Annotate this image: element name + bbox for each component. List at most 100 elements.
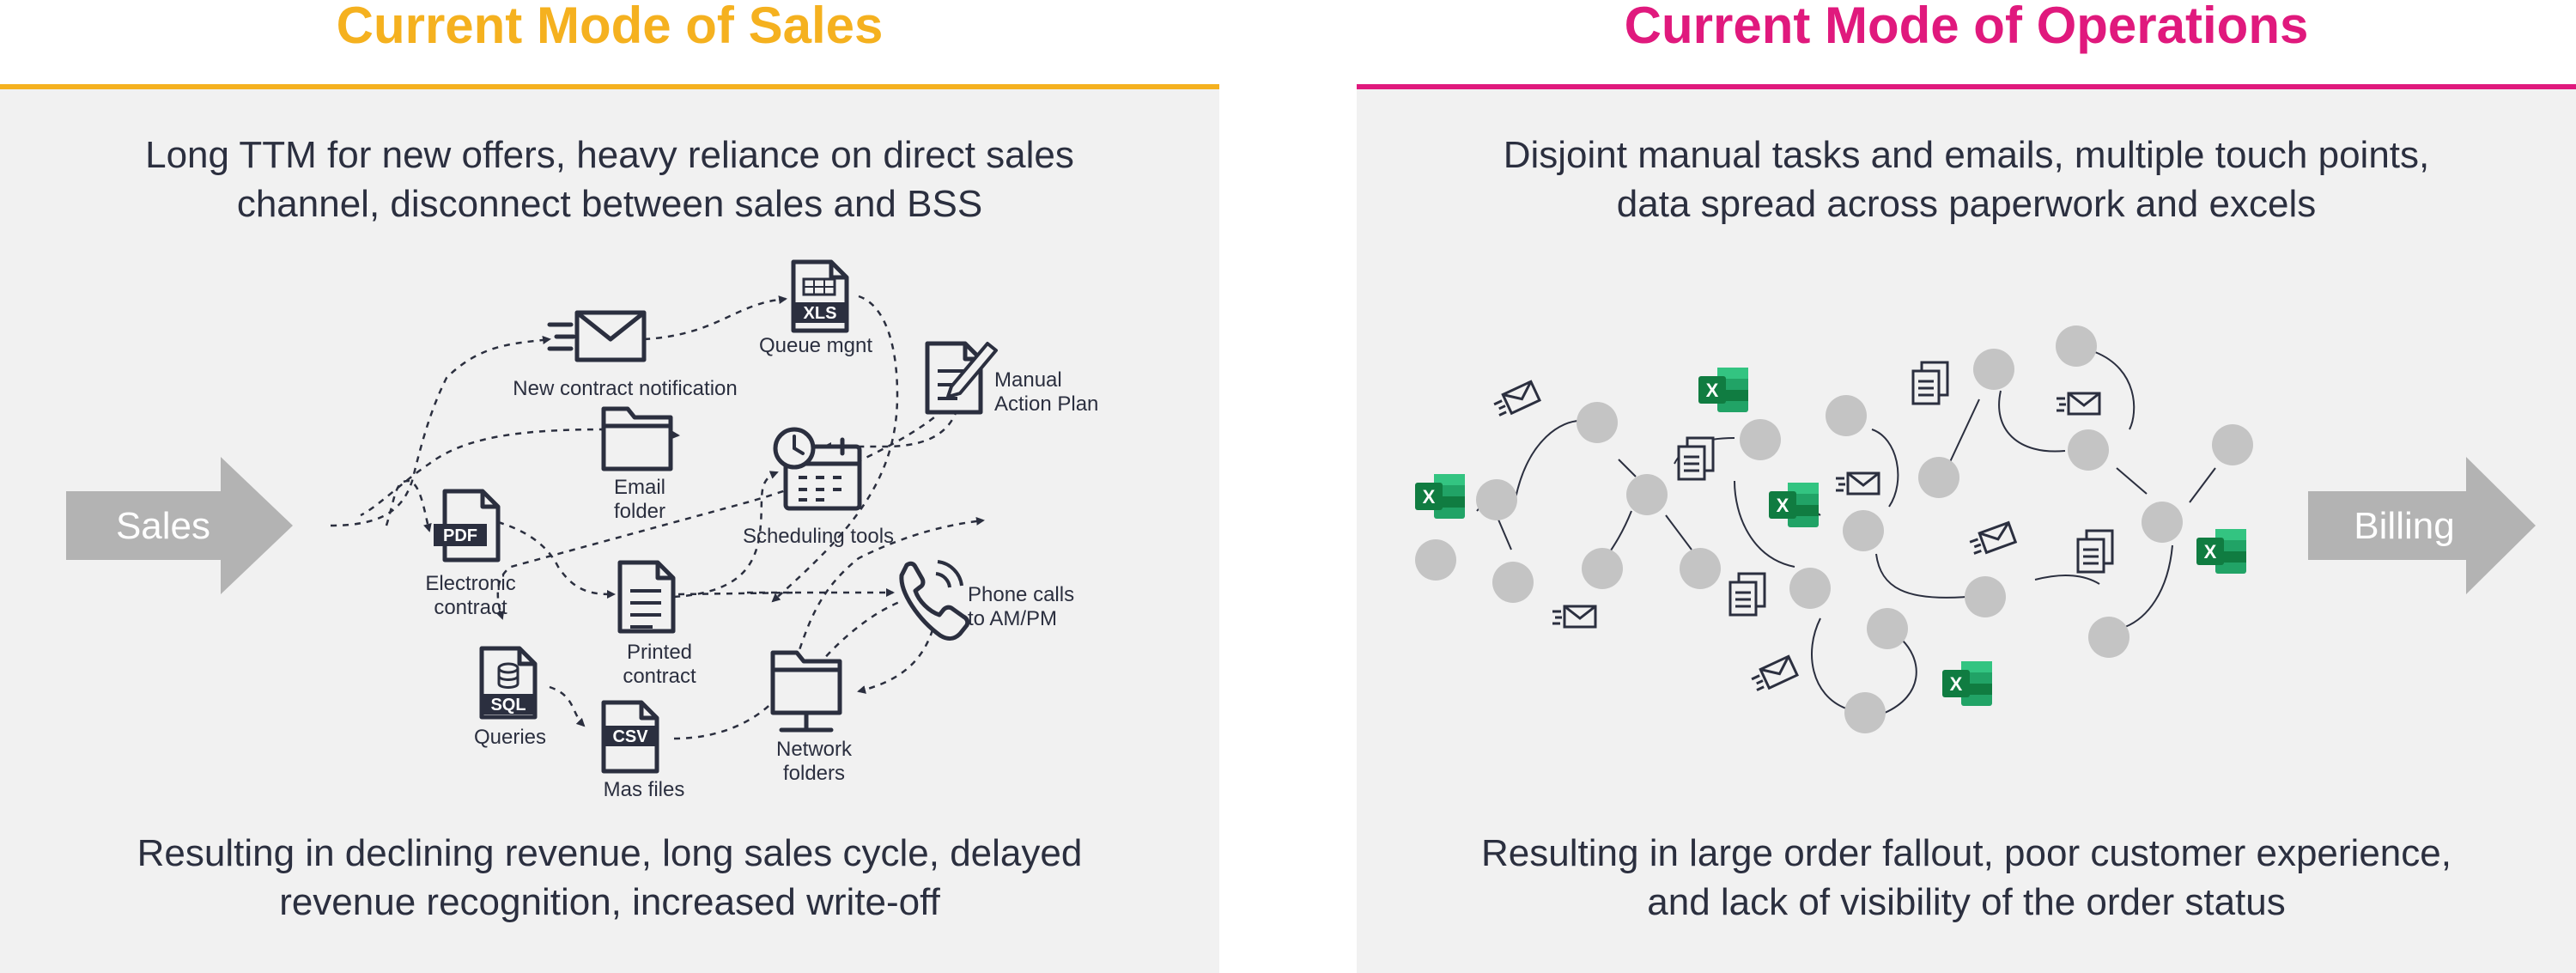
excel-icon [1698, 368, 1748, 412]
email-icon [2055, 392, 2101, 416]
connector [643, 295, 787, 341]
process-node [2142, 502, 2183, 543]
process-node [2056, 325, 2097, 367]
document-icon [620, 563, 673, 631]
sales-bottom-caption: Resulting in declining revenue, long sal… [0, 829, 1219, 927]
email-icon [1748, 654, 1799, 695]
node-label: Network [776, 738, 853, 761]
caption-line: revenue recognition, increased write-off [279, 881, 940, 923]
email-folder-node: Email folder [604, 409, 671, 523]
node-label: Phone calls [968, 583, 1074, 606]
process-node [1680, 548, 1721, 589]
file-tag: SQL [490, 696, 526, 715]
sales-top-caption: Long TTM for new offers, heavy reliance … [0, 131, 1219, 228]
email-icon [1966, 521, 2017, 558]
connector [360, 428, 606, 517]
caption-line: data spread across paperwork and excels [1616, 183, 2317, 225]
envelope-icon [547, 310, 647, 362]
sales-start-arrow [66, 457, 293, 594]
node-label: folder [614, 500, 665, 523]
connector [385, 479, 432, 532]
process-node [1973, 349, 2014, 390]
ops-process-nodes [1415, 325, 2253, 733]
file-tag: CSV [612, 727, 648, 746]
connector [2094, 351, 2136, 430]
process-node [2088, 617, 2129, 658]
connector [1515, 420, 1581, 499]
xls-file-icon: XLS [793, 262, 847, 331]
connector [2034, 575, 2100, 585]
phone-icon [899, 560, 970, 642]
ops-bottom-caption: Resulting in large order fallout, poor c… [1357, 829, 2576, 927]
connector [1948, 398, 1980, 465]
node-label: to AM/PM [968, 607, 1057, 630]
node-label: Mas files [604, 778, 685, 801]
queue-mgnt-node: XLS Queue mgnt [759, 262, 872, 357]
sql-file-icon: SQL [482, 648, 535, 717]
network-folder-icon [773, 653, 840, 733]
excel-icon [1769, 483, 1819, 527]
pdf-file-icon: PDF [434, 491, 498, 560]
ops-title-underline [1357, 84, 2576, 89]
node-label: Manual [994, 368, 1062, 392]
ops-panel-title: Current Mode of Operations [1624, 0, 2309, 54]
caption-line: Disjoint manual tasks and emails, multip… [1503, 134, 2430, 176]
process-node [1740, 419, 1781, 460]
scheduling-tools-node: Scheduling tools [743, 427, 894, 548]
connector [2189, 467, 2216, 503]
connector [673, 516, 985, 740]
connector [857, 617, 938, 694]
process-node [1867, 608, 1908, 649]
process-node [2068, 429, 2109, 471]
queries-node: SQL Queries [474, 648, 546, 749]
sales-arrow-label: Sales [116, 505, 210, 547]
process-node [1965, 576, 2006, 617]
node-label: contract [434, 596, 507, 619]
paperwork-icon [1677, 436, 1715, 481]
connector [1871, 429, 1899, 508]
paperwork-icon [1911, 361, 1949, 405]
connector [497, 520, 616, 599]
connector [1811, 617, 1847, 709]
connector [1618, 459, 1637, 477]
node-label: Electronic [425, 572, 515, 595]
email-icon [1491, 380, 1541, 420]
process-node [1844, 692, 1886, 733]
mas-files-node: CSV Mas files [604, 702, 685, 801]
connector [330, 336, 551, 527]
new-contract-notification-node: New contract notification [513, 310, 738, 400]
connector [788, 599, 902, 705]
node-label: Queue mgnt [759, 334, 872, 357]
connector [2124, 544, 2173, 628]
sales-panel-title: Current Mode of Sales [336, 0, 884, 54]
caption-line: Long TTM for new offers, heavy reliance … [145, 134, 1074, 176]
connector [1498, 519, 1512, 550]
sales-title-underline [0, 84, 1219, 89]
paperwork-icon [2076, 529, 2114, 574]
node-label: Queries [474, 726, 546, 749]
calendar-clock-icon [773, 427, 862, 511]
folder-icon [604, 409, 671, 469]
csv-file-icon: CSV [604, 702, 657, 771]
excel-icon [1415, 474, 1465, 519]
node-label: folders [783, 762, 845, 785]
node-label: Scheduling tools [743, 525, 894, 548]
process-node [1582, 548, 1623, 589]
connector [2116, 467, 2148, 495]
process-node [1826, 395, 1867, 436]
process-node [1476, 479, 1517, 520]
document-edit-icon [927, 344, 998, 412]
process-node [1843, 510, 1884, 551]
connector [1734, 480, 1795, 568]
connector [1884, 639, 1917, 714]
process-node [1415, 539, 1456, 581]
file-tag: XLS [804, 304, 837, 323]
connector [677, 591, 799, 596]
connector [549, 685, 586, 727]
excel-icon [1942, 661, 1992, 706]
node-label: Email [614, 476, 665, 499]
process-node [2212, 424, 2253, 465]
billing-arrow-label: Billing [2354, 505, 2454, 547]
process-node [1492, 562, 1534, 603]
ops-top-caption: Disjoint manual tasks and emails, multip… [1357, 131, 2576, 228]
